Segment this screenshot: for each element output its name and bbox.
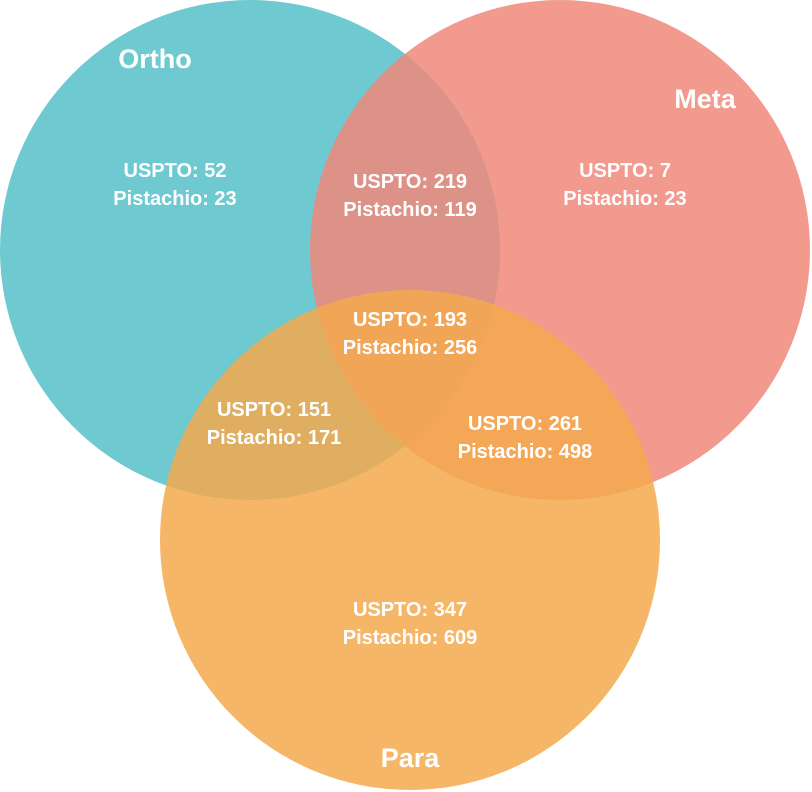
region-meta-para: USPTO: 261 Pistachio: 498 (458, 413, 593, 463)
region-para-only-pistachio: Pistachio: 609 (343, 627, 478, 649)
ortho-set-label: Ortho (118, 44, 192, 74)
region-meta-para-uspto: USPTO: 261 (468, 413, 582, 435)
region-ortho-only-uspto: USPTO: 52 (124, 160, 227, 182)
region-all-three: USPTO: 193 Pistachio: 256 (343, 309, 478, 359)
region-para-only: USPTO: 347 Pistachio: 609 (343, 599, 478, 649)
region-ortho-meta-pistachio: Pistachio: 119 (343, 199, 476, 221)
region-all-three-uspto: USPTO: 193 (353, 309, 467, 331)
region-meta-para-pistachio: Pistachio: 498 (458, 441, 593, 463)
region-ortho-para: USPTO: 151 Pistachio: 171 (207, 399, 342, 449)
meta-set-label: Meta (674, 84, 736, 114)
region-ortho-para-uspto: USPTO: 151 (217, 399, 331, 421)
region-meta-only: USPTO: 7 Pistachio: 23 (563, 160, 686, 210)
region-para-only-uspto: USPTO: 347 (353, 599, 467, 621)
region-ortho-para-pistachio: Pistachio: 171 (207, 427, 342, 449)
para-set-label: Para (381, 743, 441, 773)
region-all-three-pistachio: Pistachio: 256 (343, 337, 478, 359)
region-meta-only-uspto: USPTO: 7 (579, 160, 671, 182)
region-ortho-only-pistachio: Pistachio: 23 (113, 188, 236, 210)
region-ortho-meta-uspto: USPTO: 219 (353, 171, 467, 193)
para-circle (160, 290, 660, 790)
region-ortho-meta: USPTO: 219 Pistachio: 119 (343, 171, 476, 221)
region-meta-only-pistachio: Pistachio: 23 (563, 188, 686, 210)
region-ortho-only: USPTO: 52 Pistachio: 23 (113, 160, 236, 210)
